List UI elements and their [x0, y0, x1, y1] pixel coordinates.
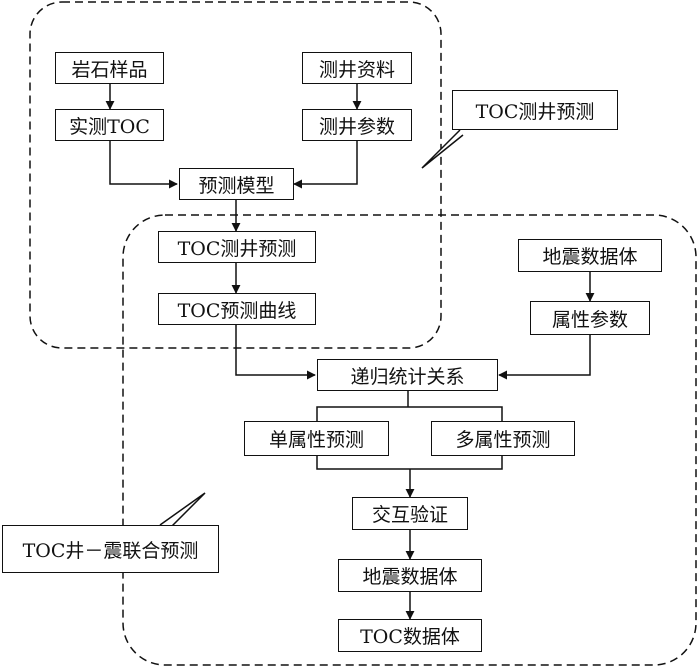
edge-measured-to-model — [109, 141, 178, 189]
well-seismic-callout-pointer — [159, 492, 206, 532]
attribute-params-node: 属性参数 — [530, 301, 650, 335]
edge-recursive-branch — [316, 391, 503, 470]
prediction-model-node: 预测模型 — [179, 168, 294, 200]
toc-well-prediction-node: TOC测井预测 — [158, 231, 316, 263]
logging-params-node: 测井参数 — [302, 109, 412, 141]
edge-attribute-to-recursive — [498, 335, 591, 380]
measured-toc-node: 实测TOC — [55, 109, 164, 141]
edge-curve-to-recursive — [235, 325, 316, 380]
toc-prediction-curve-node: TOC预测曲线 — [158, 293, 316, 325]
single-attribute-prediction-node: 单属性预测 — [244, 421, 389, 456]
cross-validation-node: 交互验证 — [352, 497, 468, 530]
edge-params-to-model — [293, 141, 358, 189]
well-prediction-callout-pointer — [421, 129, 464, 169]
seismic-volume-top-node: 地震数据体 — [518, 239, 662, 272]
well-prediction-callout: TOC测井预测 — [452, 90, 618, 130]
well-logging-data-node: 测井资料 — [302, 52, 412, 84]
seismic-volume-bottom-node: 地震数据体 — [338, 559, 482, 592]
toc-volume-node: TOC数据体 — [338, 619, 482, 652]
recursive-statistics-node: 递归统计关系 — [317, 359, 498, 391]
well-seismic-callout: TOC井－震联合预测 — [2, 525, 219, 573]
rock-sample-node: 岩石样品 — [55, 52, 164, 84]
multi-attribute-prediction-node: 多属性预测 — [431, 421, 575, 456]
